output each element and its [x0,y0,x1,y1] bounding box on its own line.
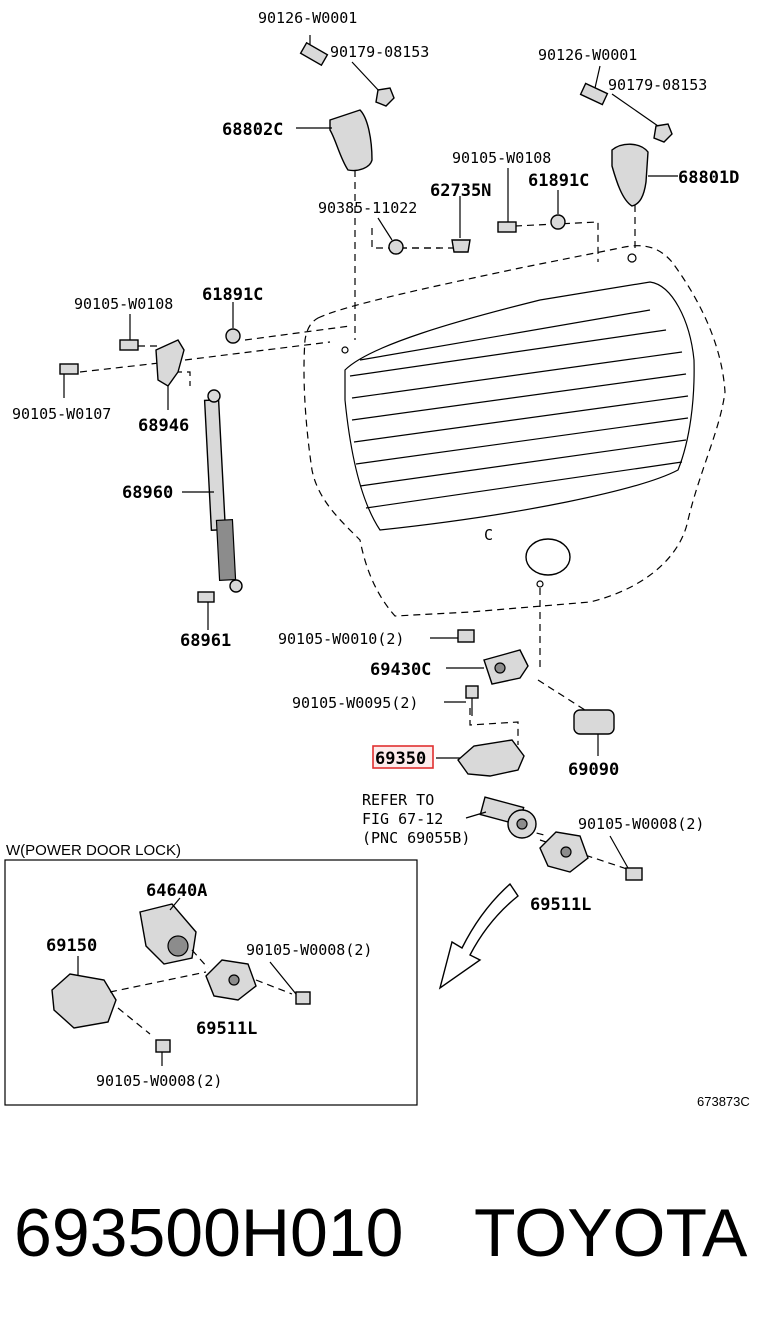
label-90105-w0008-inset-bottom: 90105-W0008(2) [96,1072,222,1090]
emblem-recess [525,538,571,576]
bracket-69511l [539,831,589,873]
nut-90179-left [351,61,395,107]
label-90126-w0001-right: 90126-W0001 [538,46,637,64]
label-68801d: 68801D [678,168,739,188]
label-61891c-top: 61891C [528,171,589,191]
label-90105-w0008-inset-right: 90105-W0008(2) [246,941,372,959]
figure-code: 673873C [697,1094,750,1109]
back-door-panel: C [303,245,726,617]
label-90385-11022: 90385-11022 [318,199,417,217]
label-68802c: 68802C [222,120,283,140]
nut-90179-right [611,93,673,143]
handle-69090 [573,709,615,756]
label-refer-to: REFER TO [362,791,434,809]
label-90105-w0108-top: 90105-W0108 [452,149,551,167]
label-64640a: 64640A [146,881,207,901]
lock-cylinder [465,796,537,839]
label-69350: 69350 [375,749,426,769]
label-90105-w0108-left: 90105-W0108 [74,295,173,313]
bolt-90126-left [299,35,329,67]
screw-90105-w0107 [59,363,79,398]
reference-arrow [438,882,519,990]
screw-90105-w0008-inset-bottom [155,1039,171,1066]
footer-brand: TOYOTA [474,1195,748,1271]
label-90105-w0095: 90105-W0095(2) [292,694,418,712]
label-90105-w0107: 90105-W0107 [12,405,111,423]
screw-90105-w0010 [430,629,475,643]
label-90126-w0001-left: 90126-W0001 [258,9,357,27]
svg-text:C: C [484,526,493,544]
highlight-box-69350 [372,745,434,769]
label-69090: 69090 [568,760,619,780]
part-labels: 90126-W0001 90179-08153 90126-W0001 9017… [6,9,750,1109]
label-69430c: 69430C [370,660,431,680]
hinge-68801d [611,143,678,207]
label-90105-w0010: 90105-W0010(2) [278,630,404,648]
screw-90105-w0108-left [119,314,139,351]
bolt-90105-w0095 [444,685,479,716]
footer-part-number: 693500H010 [14,1195,403,1271]
striker-69430c [446,649,529,685]
strut-68960 [182,389,243,593]
power-door-lock-inset [4,859,418,1106]
latch-69350 [436,739,525,777]
label-68946: 68946 [138,416,189,436]
screw-90105-w0008-inset-right [269,961,311,1005]
label-pnc-69055b: (PNC 69055B) [362,829,470,847]
label-69511l-main: 69511L [530,895,591,915]
bolt-68961 [197,591,215,630]
label-90105-w0008-main: 90105-W0008(2) [578,815,704,833]
label-68961: 68961 [180,631,231,651]
screw-90105-w0108-top [497,168,517,233]
actuator-64640a [139,897,197,965]
label-69150: 69150 [46,936,97,956]
label-68960: 68960 [122,483,173,503]
label-90179-08153-left: 90179-08153 [330,43,429,61]
inset-title: W(POWER DOOR LOCK) [6,842,181,859]
label-61891c-left: 61891C [202,285,263,305]
screw-90105-w0008-main [609,835,643,881]
grommet-90385-11022 [377,217,404,255]
hinge-68802c [296,109,373,172]
nut-61891c-top [550,190,566,230]
bracket-69511l-inset [205,959,257,1001]
motor-69150 [51,956,117,1029]
label-69511l-inset: 69511L [196,1019,257,1039]
label-90179-08153-right: 90179-08153 [608,76,707,94]
bracket-68946 [155,339,185,410]
bolt-90126-right [579,65,609,106]
label-62735n: 62735N [430,181,491,201]
clip-62735n [451,196,471,253]
leader-lines [79,170,636,871]
nut-61891c-left [225,302,241,344]
footer: 693500H010 TOYOTA [14,1195,748,1271]
label-fig-67-12: FIG 67-12 [362,810,443,828]
